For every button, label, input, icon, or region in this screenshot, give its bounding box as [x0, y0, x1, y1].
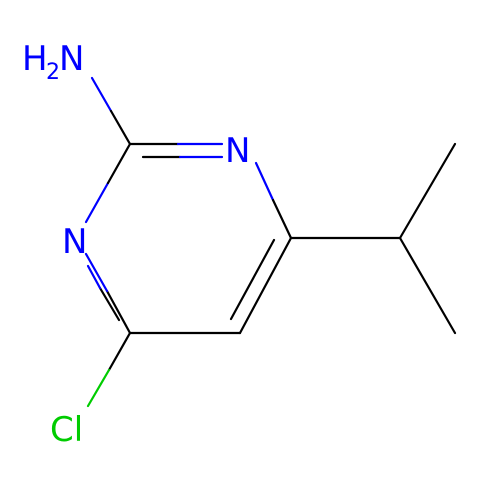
bond-amine-c2-n-part: [90, 76, 113, 113]
bond-amine-c2-c-part: [109, 109, 132, 146]
bond-c6-n1-inner-c-part: [98, 286, 121, 322]
bond-n1-c2-n-part: [84, 181, 110, 224]
bond-n3-c4-c-part: [271, 198, 293, 240]
bond-c4-c5-inner: [229, 238, 276, 321]
bond-c6-n1-outer-c-part: [105, 289, 132, 335]
bond-c6-n1-outer-n-part: [84, 252, 109, 293]
bond-n3-c4-n-part: [254, 161, 275, 202]
amine-subscript-label: 2: [46, 60, 60, 85]
bond-ch-methyl-bottom: [398, 236, 457, 335]
bond-ch-methyl-top: [398, 142, 457, 240]
ring-n3-label: N: [225, 131, 250, 171]
bond-c6-cl-c-part: [107, 331, 132, 372]
bond-c6-cl-cl-part: [86, 368, 111, 408]
amine-h-label: H: [22, 39, 48, 79]
bond-n1-c2-c-part: [106, 142, 132, 185]
chlorine-label: Cl: [50, 410, 83, 450]
bond-c4-c5-outer: [238, 236, 293, 335]
bonds: [84, 76, 457, 408]
atom-labels: H 2 N N N Cl: [22, 39, 250, 450]
bond-c6-n1-inner-n-part: [86, 264, 102, 290]
ring-n1-label: N: [62, 222, 87, 262]
amine-n-label: N: [59, 39, 84, 79]
